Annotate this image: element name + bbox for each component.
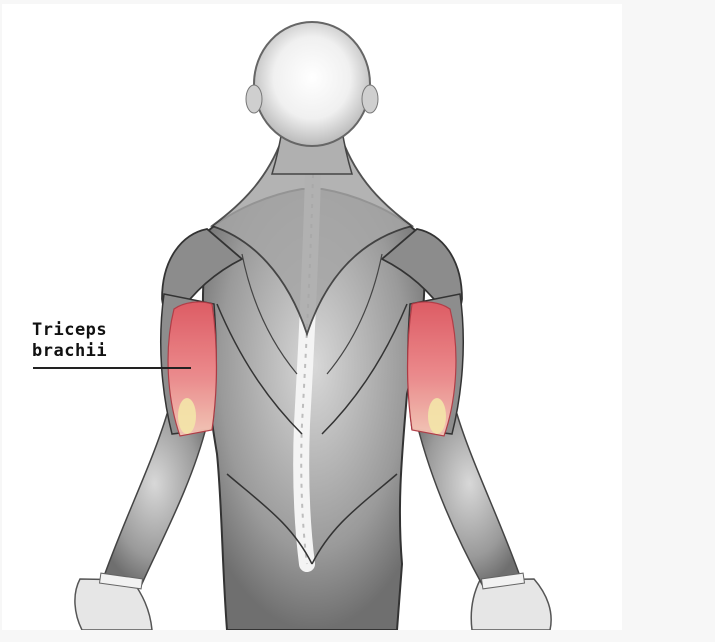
label-line-1: Triceps <box>32 320 108 340</box>
right-triceps-tendon <box>428 398 446 434</box>
right-triceps-highlight <box>406 301 457 437</box>
label-line-2: brachii <box>32 341 108 361</box>
left-forearm <box>100 413 208 589</box>
right-hand <box>470 578 552 630</box>
label-leader-line <box>33 367 191 369</box>
head <box>253 21 371 147</box>
back-muscle-illustration <box>74 21 552 630</box>
muscle-label: Triceps brachii <box>32 320 107 362</box>
left-hand <box>74 578 153 630</box>
anatomy-figure-frame <box>2 4 622 630</box>
left-triceps-tendon <box>178 398 196 434</box>
trapezius <box>210 138 415 337</box>
right-forearm <box>416 413 524 589</box>
